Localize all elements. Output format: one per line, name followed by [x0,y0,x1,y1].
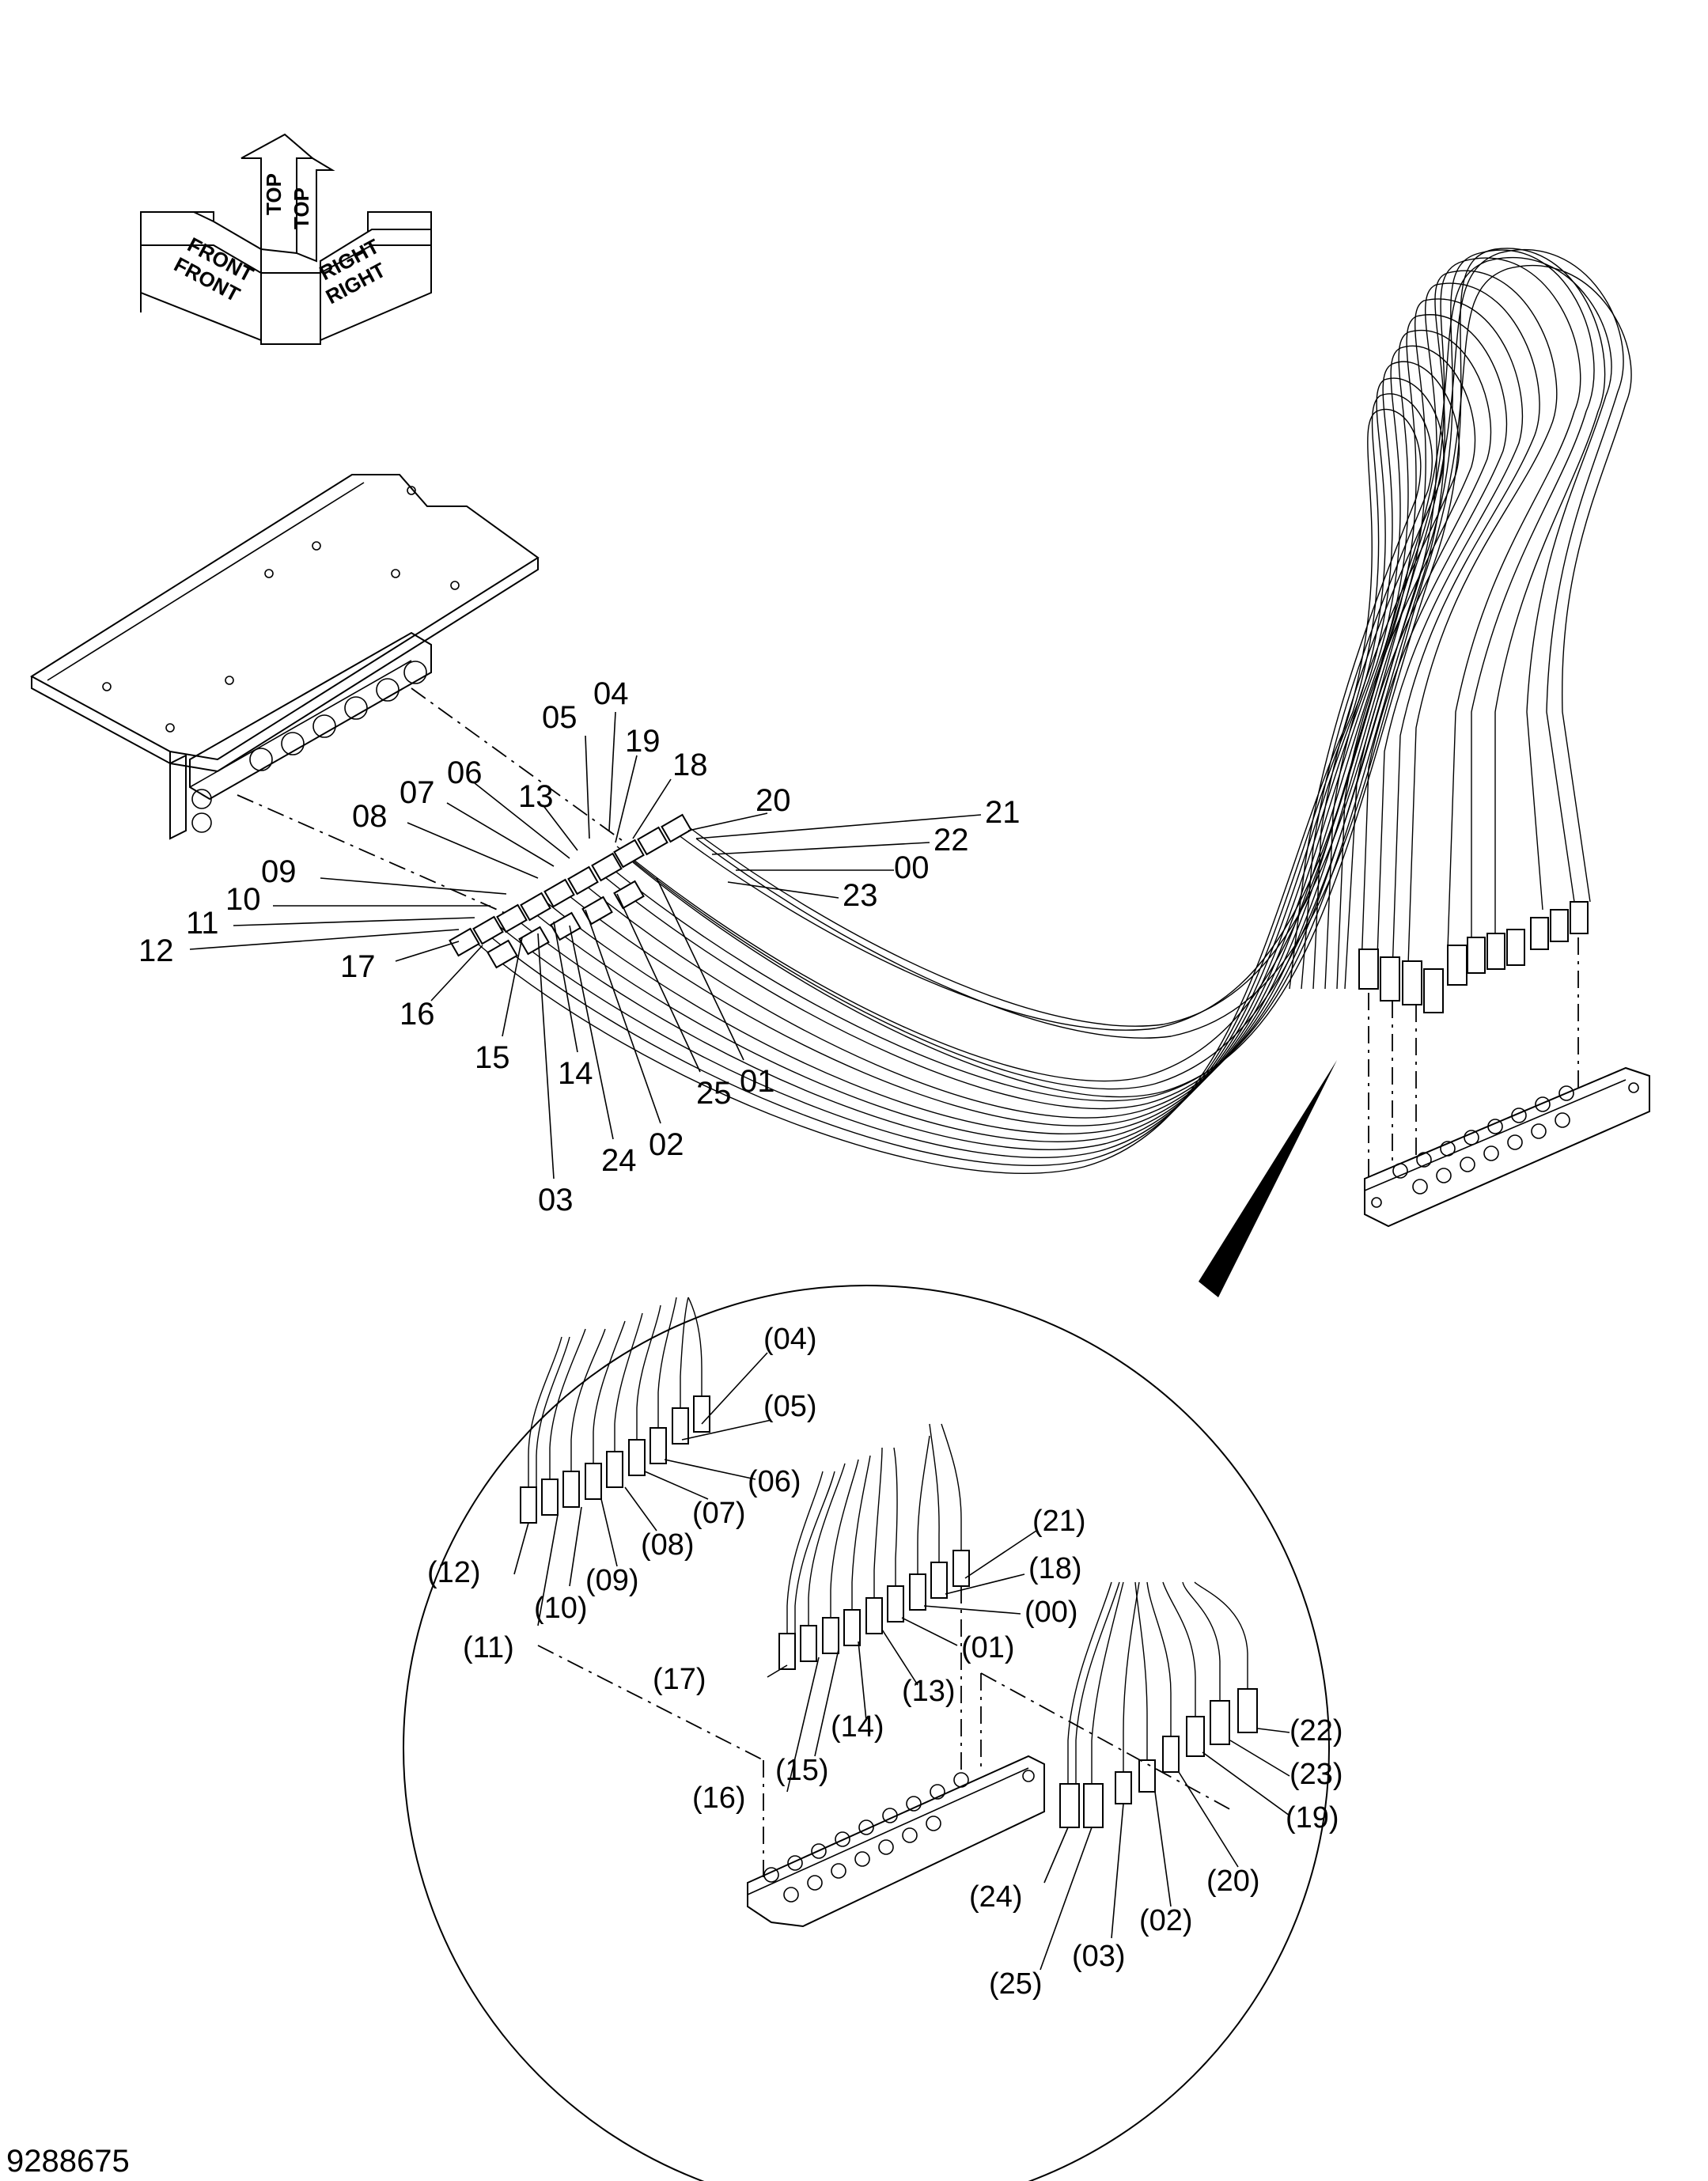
label-19: 19 [625,724,661,759]
detail-label-09: (09) [585,1564,639,1597]
label-25: 25 [696,1076,732,1111]
label-08: 08 [352,799,388,834]
detail-label-10: (10) [534,1592,588,1625]
detail-label-01: (01) [961,1631,1015,1664]
label-20: 20 [756,783,791,818]
detail-label-08: (08) [641,1528,695,1562]
detail-label-07: (07) [692,1497,746,1530]
detail-label-14: (14) [831,1710,884,1744]
detail-label-12: (12) [427,1556,481,1589]
label-14: 14 [558,1056,593,1091]
label-07: 07 [400,775,435,810]
alignment-line [237,794,507,914]
label-12: 12 [138,933,174,968]
label-09: 09 [261,854,297,889]
label-02: 02 [649,1127,684,1162]
detail-label-17: (17) [653,1663,706,1696]
detail-label-04: (04) [763,1323,817,1356]
detail-pointer [1199,1060,1337,1297]
detail-label-05: (05) [763,1390,817,1423]
detail-label-24: (24) [969,1880,1023,1914]
label-22: 22 [934,823,969,858]
detail-label-20: (20) [1206,1865,1260,1898]
detail-label-18: (18) [1028,1552,1082,1585]
detail-label-15: (15) [775,1754,829,1787]
label-24: 24 [601,1143,637,1178]
label-23: 23 [843,878,878,913]
detail-label-02: (02) [1139,1904,1193,1937]
label-18: 18 [672,748,708,782]
detail-view: (04) (05) (06) (07) (08) (09) (10) (11) … [403,1285,1343,2181]
detail-label-21: (21) [1032,1505,1086,1538]
detail-label-19: (19) [1286,1801,1339,1835]
detail-label-11: (11) [463,1631,514,1664]
detail-label-00: (00) [1024,1596,1078,1629]
mounting-plate [30,474,540,840]
detail-label-13: (13) [902,1675,956,1708]
alignment-line [411,687,626,843]
orientation-indicator: FRONT FRONT TOP TOP RIGHT RIGHT [140,133,432,345]
detail-label-23: (23) [1290,1758,1343,1791]
hose-bundle [474,248,1632,1174]
label-06: 06 [447,755,483,790]
label-17: 17 [340,949,376,984]
label-01: 01 [740,1064,775,1099]
label-15: 15 [475,1040,510,1075]
hose-fittings-right [1358,901,1589,1013]
detail-label-03: (03) [1072,1940,1126,1973]
manifold-block-right [1364,1066,1650,1228]
label-13: 13 [518,779,554,814]
top-label-2: TOP [290,187,313,229]
document-id: 9288675 [6,2144,130,2179]
detail-label-22: (22) [1290,1714,1343,1747]
label-16: 16 [400,997,435,1032]
label-00: 00 [894,850,930,885]
label-11: 11 [186,906,219,941]
detail-label-25: (25) [989,1967,1043,2001]
detail-label-06: (06) [748,1465,801,1498]
hose-fittings-left [449,813,692,969]
main-callouts: 04 05 19 18 06 07 13 20 21 22 00 23 08 0… [138,676,1021,1217]
detail-label-16: (16) [692,1782,746,1815]
top-label-1: TOP [262,173,286,215]
label-03: 03 [538,1183,574,1217]
label-04: 04 [593,676,629,711]
label-10: 10 [225,882,261,917]
label-05: 05 [542,700,578,735]
label-21: 21 [985,795,1021,830]
